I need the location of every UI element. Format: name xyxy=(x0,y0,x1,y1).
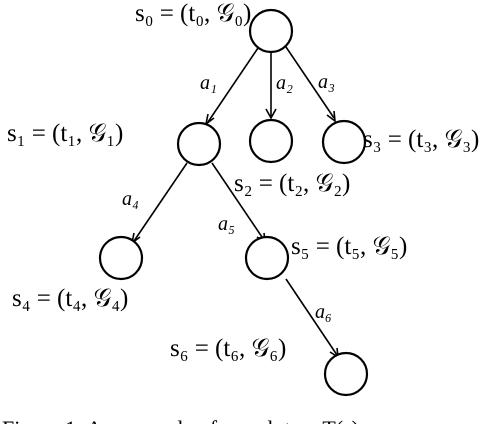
state-labels: s₀ = (t₀, 𝒢₀) s₁ = (t₁, 𝒢₁) s₂ = (t₂, 𝒢₂… xyxy=(7,0,479,362)
edge-s1-s5 xyxy=(211,162,265,241)
tree-edges xyxy=(130,46,339,359)
figure-caption: Figure 1: An example of search tree T(s) xyxy=(2,416,359,424)
node-s0 xyxy=(248,8,294,54)
arrowhead-s3 xyxy=(326,110,336,123)
action-label-a6: a₆ xyxy=(315,301,332,323)
state-label-s5: s₅ = (t₅, 𝒢₅) xyxy=(291,233,407,260)
state-label-s6: s₆ = (t₆, 𝒢₆) xyxy=(170,335,286,362)
node-s2 xyxy=(248,118,294,164)
action-label-a1: a₁ xyxy=(200,72,217,94)
state-label-s3: s₃ = (t₃, 𝒢₃) xyxy=(363,126,479,153)
tree-nodes xyxy=(98,8,369,397)
state-label-s1: s₁ = (t₁, 𝒢₁) xyxy=(7,120,123,147)
action-label-a2: a₂ xyxy=(276,72,293,94)
edge-s1-s4 xyxy=(133,162,188,242)
state-label-s2: s₂ = (t₂, 𝒢₂) xyxy=(234,170,350,197)
action-label-a4: a₄ xyxy=(122,188,139,210)
node-s4 xyxy=(98,235,144,281)
node-s3 xyxy=(321,119,367,165)
action-labels: a₁ a₂ a₃ a₄ a₅ a₆ xyxy=(122,71,335,323)
edge-s5-s6 xyxy=(285,278,338,356)
action-label-a5: a₅ xyxy=(218,213,235,235)
arrowhead-s2 xyxy=(265,108,277,120)
state-label-s4: s₄ = (t₄, 𝒢₄) xyxy=(12,285,128,312)
state-label-s0: s₀ = (t₀, 𝒢₀) xyxy=(135,0,251,27)
node-s6 xyxy=(323,351,369,397)
edge-s0-s1 xyxy=(207,47,259,123)
action-label-a3: a₃ xyxy=(318,71,335,93)
edge-s0-s3 xyxy=(285,46,335,119)
node-s1 xyxy=(176,121,222,167)
node-s5 xyxy=(244,235,290,281)
